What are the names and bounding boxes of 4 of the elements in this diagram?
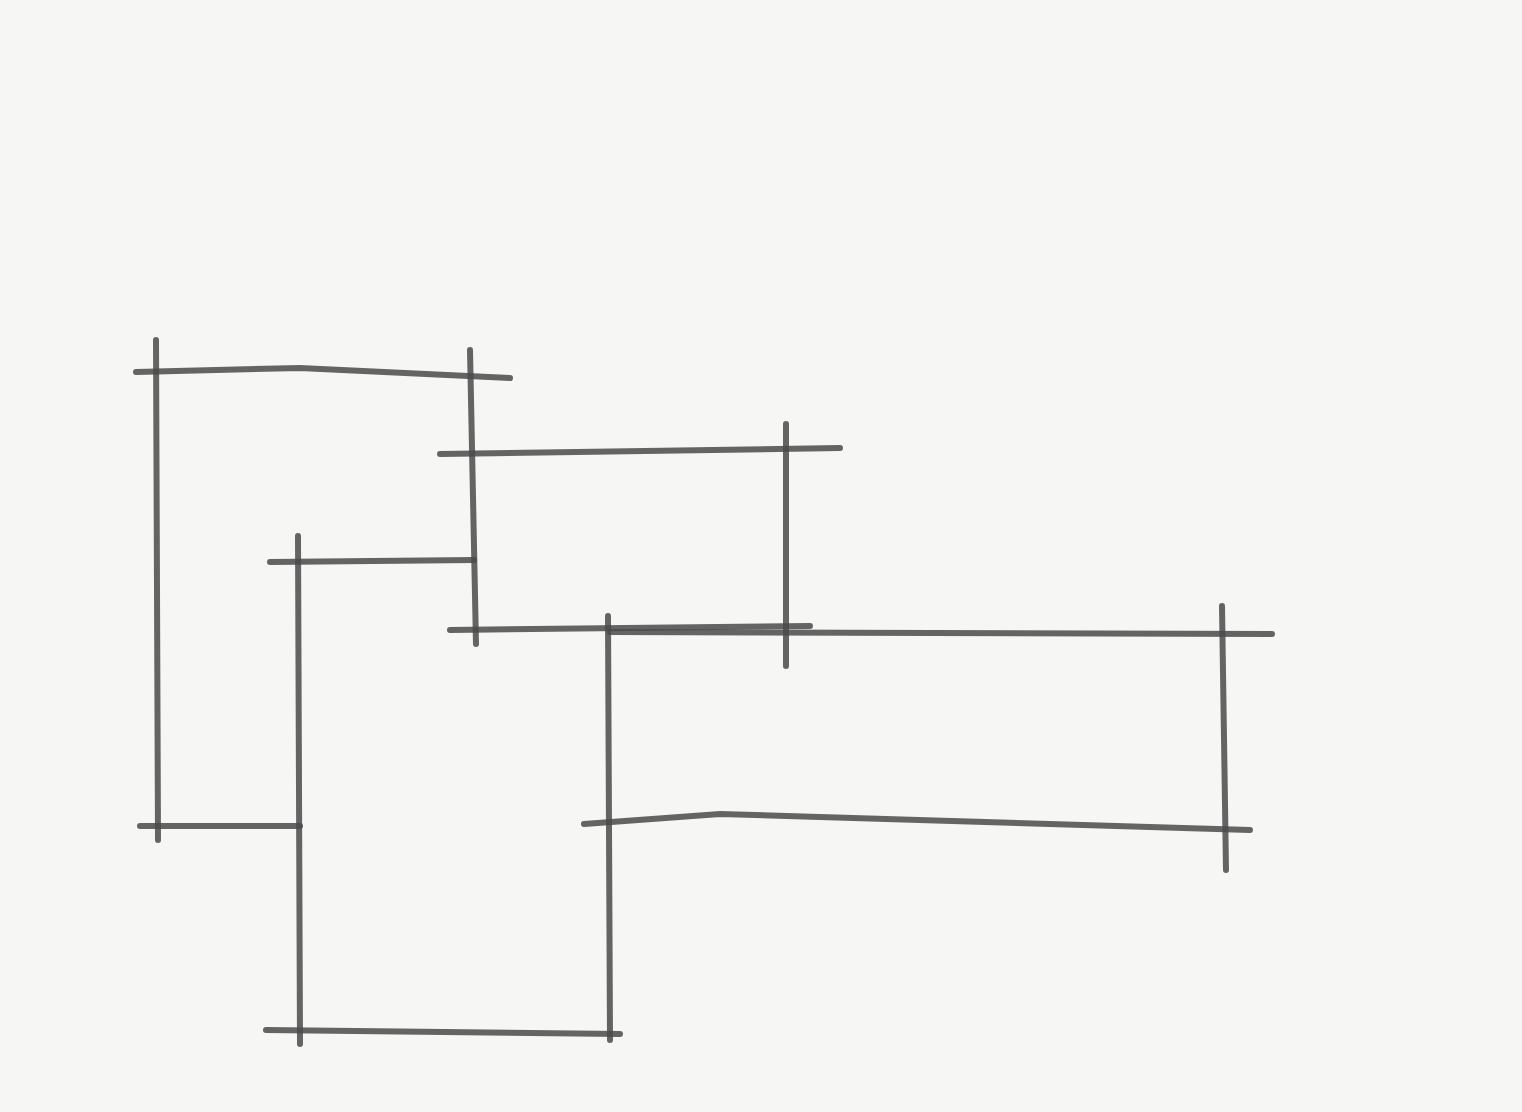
rectangle-outline [133, 337, 513, 843]
rectangle-outline [581, 603, 1275, 873]
rectangle-outline [437, 421, 843, 669]
rectangle-outline [263, 533, 623, 1047]
